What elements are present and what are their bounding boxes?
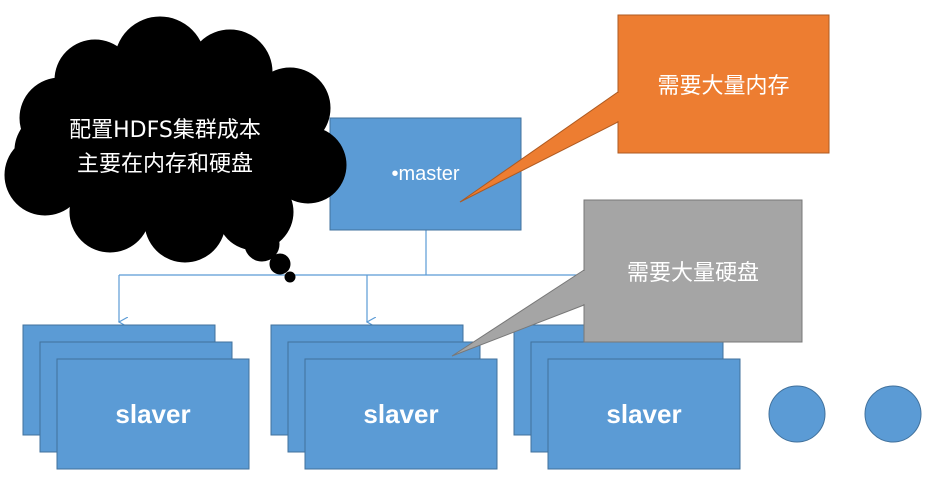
slaver-card-front xyxy=(56,358,250,470)
thought-cloud xyxy=(4,16,347,283)
master-node xyxy=(329,117,522,231)
slaver-card-front xyxy=(547,358,741,470)
thought-bubble-large xyxy=(244,226,280,262)
memory-callout-box xyxy=(617,14,830,154)
slaver-group-3 xyxy=(513,324,741,470)
disk-callout-box xyxy=(583,199,803,343)
thought-bubble-medium xyxy=(269,253,291,275)
connector-lines xyxy=(119,230,612,322)
slaver-group-1 xyxy=(22,324,250,470)
thought-bubble-small xyxy=(284,271,296,283)
more-nodes-dot-1 xyxy=(768,385,826,443)
more-nodes-dot-2 xyxy=(864,385,922,443)
memory-callout xyxy=(459,14,830,203)
slaver-group-2 xyxy=(270,324,498,470)
slaver-card-front xyxy=(304,358,498,470)
disk-callout xyxy=(451,199,803,357)
